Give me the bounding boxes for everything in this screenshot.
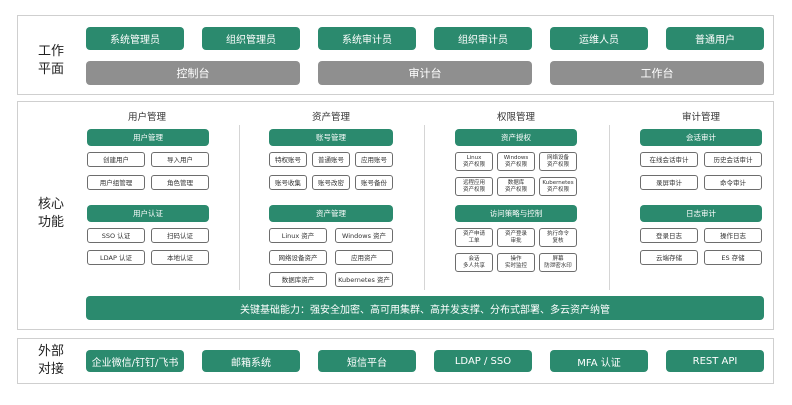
user-mgmt-title: 用户管理 xyxy=(127,112,166,123)
sso-auth[interactable]: SSO 认证 xyxy=(87,228,145,243)
role-mgmt[interactable]: 角色管理 xyxy=(151,175,209,190)
local-auth[interactable]: 本地认证 xyxy=(151,250,209,265)
app-account[interactable]: 应用账号 xyxy=(355,152,393,167)
role-normal-user[interactable]: 普通用户 xyxy=(666,27,764,50)
account-mgmt-header: 账号管理 xyxy=(269,129,393,146)
command-audit[interactable]: 命令审计 xyxy=(704,175,762,190)
app-asset[interactable]: 应用资产 xyxy=(335,250,393,265)
console-audit[interactable]: 审计台 xyxy=(318,61,532,85)
command-review[interactable]: 执行命令 复核 xyxy=(539,228,577,247)
log-audit-header: 日志审计 xyxy=(640,205,762,222)
account-change-pwd[interactable]: 账号改密 xyxy=(312,175,350,190)
asset-request-ticket[interactable]: 资产申请 工单 xyxy=(455,228,493,247)
user-mgmt-header: 用户管理 xyxy=(87,129,209,146)
divider-3 xyxy=(609,125,610,290)
remote-app-asset-perm[interactable]: 远程应用 资产权限 xyxy=(455,177,493,196)
create-user[interactable]: 创建用户 xyxy=(87,152,145,167)
ldap-auth[interactable]: LDAP 认证 xyxy=(87,250,145,265)
foundation-bar: 关键基础能力：强安全加密、高可用集群、高并发支撑、分布式部署、多云资产纳管 xyxy=(86,296,764,320)
cloud-storage[interactable]: 云端存储 xyxy=(640,250,698,265)
privileged-account[interactable]: 特权账号 xyxy=(269,152,307,167)
import-user[interactable]: 导入用户 xyxy=(151,152,209,167)
kubernetes-asset[interactable]: Kubernetes 资产 xyxy=(335,272,393,287)
screen-watermark[interactable]: 屏幕 防泄密水印 xyxy=(539,253,577,272)
network-asset-perm[interactable]: 网络设备 资产权限 xyxy=(539,152,577,171)
ext-rest-api[interactable]: REST API xyxy=(666,350,764,372)
session-audit-header: 会话审计 xyxy=(640,129,762,146)
user-group-mgmt[interactable]: 用户组管理 xyxy=(87,175,145,190)
windows-asset[interactable]: Windows 资产 xyxy=(335,228,393,243)
operation-log[interactable]: 操作日志 xyxy=(704,228,762,243)
divider-1 xyxy=(239,125,240,290)
asset-mgmt-title: 资产管理 xyxy=(311,112,350,123)
console-work[interactable]: 工作台 xyxy=(550,61,764,85)
account-backup[interactable]: 账号备份 xyxy=(355,175,393,190)
core-label: 核心功能 xyxy=(37,197,64,230)
external-label: 外部对接 xyxy=(37,344,64,377)
role-system-auditor[interactable]: 系统审计员 xyxy=(318,27,416,50)
database-asset-perm[interactable]: 数据库 资产权限 xyxy=(497,177,535,196)
account-collect[interactable]: 账号收集 xyxy=(269,175,307,190)
perm-mgmt-title: 权限管理 xyxy=(496,112,535,123)
online-session-audit[interactable]: 在线会话审计 xyxy=(640,152,698,167)
database-asset[interactable]: 数据库资产 xyxy=(269,272,327,287)
audit-mgmt-title: 审计管理 xyxy=(681,112,720,123)
asset-group-header: 资产管理 xyxy=(269,205,393,222)
linux-asset[interactable]: Linux 资产 xyxy=(269,228,327,243)
ext-ldap-sso[interactable]: LDAP / SSO xyxy=(434,350,532,372)
asset-login-approval[interactable]: 资产登录 审批 xyxy=(497,228,535,247)
role-org-admin[interactable]: 组织管理员 xyxy=(202,27,300,50)
role-org-auditor[interactable]: 组织审计员 xyxy=(434,27,532,50)
history-session-audit[interactable]: 历史会话审计 xyxy=(704,152,762,167)
windows-asset-perm[interactable]: Windows 资产权限 xyxy=(497,152,535,171)
ext-mfa-auth[interactable]: MFA 认证 xyxy=(550,350,648,372)
session-sharing[interactable]: 会话 多人共享 xyxy=(455,253,493,272)
asset-authorization-header: 资产授权 xyxy=(455,129,577,146)
ext-sms-platform[interactable]: 短信平台 xyxy=(318,350,416,372)
console-control[interactable]: 控制台 xyxy=(86,61,300,85)
user-auth-header: 用户认证 xyxy=(87,205,209,222)
es-storage[interactable]: ES 存储 xyxy=(704,250,762,265)
ext-email-system[interactable]: 邮箱系统 xyxy=(202,350,300,372)
ext-wecom-dingtalk-feishu[interactable]: 企业微信/钉钉/飞书 xyxy=(86,350,184,372)
role-ops[interactable]: 运维人员 xyxy=(550,27,648,50)
role-system-admin[interactable]: 系统管理员 xyxy=(86,27,184,50)
linux-asset-perm[interactable]: Linux 资产权限 xyxy=(455,152,493,171)
normal-account[interactable]: 普通账号 xyxy=(312,152,350,167)
divider-2 xyxy=(424,125,425,290)
access-policy-header: 访问策略与控制 xyxy=(455,205,577,222)
work-plane-label: 工作平面 xyxy=(37,44,64,77)
realtime-monitor[interactable]: 操作 实时监控 xyxy=(497,253,535,272)
login-log[interactable]: 登录日志 xyxy=(640,228,698,243)
network-device-asset[interactable]: 网络设备资产 xyxy=(269,250,327,265)
screen-record-audit[interactable]: 录屏审计 xyxy=(640,175,698,190)
qr-auth[interactable]: 扫码认证 xyxy=(151,228,209,243)
kubernetes-asset-perm[interactable]: Kubernetes 资产权限 xyxy=(539,177,577,196)
